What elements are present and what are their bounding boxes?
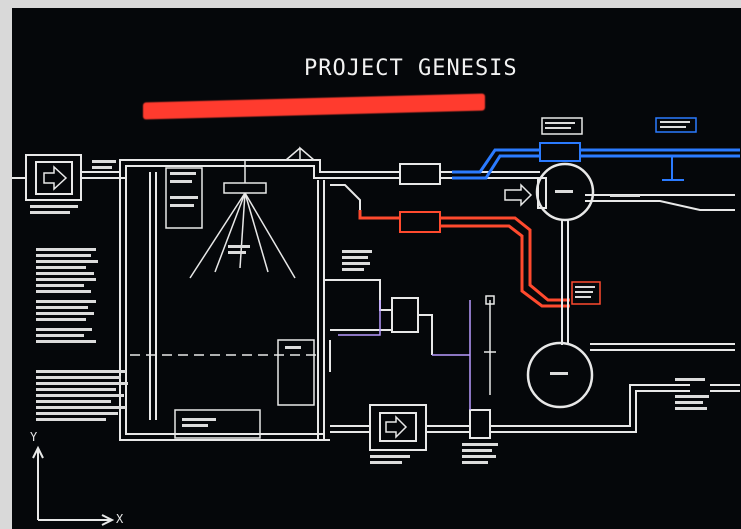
arrow-right-icon	[504, 183, 533, 207]
hot-label-box	[571, 281, 601, 305]
meter-box	[469, 409, 491, 439]
heat-exchanger	[324, 279, 433, 372]
pump-box	[369, 404, 427, 451]
arrow-right-icon	[43, 165, 68, 191]
x-axis-label: X	[116, 512, 124, 526]
cold-valve	[539, 142, 581, 162]
tank-icon	[535, 162, 595, 222]
inlet-box	[25, 154, 82, 201]
valve-label-box	[541, 117, 583, 135]
control-lines	[338, 300, 471, 410]
schematic-screen	[12, 8, 741, 529]
arrow-right-icon	[385, 415, 408, 439]
tank-icon	[526, 341, 594, 409]
cold-drop	[662, 156, 684, 181]
chamber	[165, 167, 315, 439]
hot-water-line	[358, 210, 570, 308]
hot-valve	[399, 211, 441, 233]
y-axis-label: Y	[30, 430, 38, 444]
header-valve	[399, 163, 441, 185]
spray-fan	[189, 160, 296, 279]
page-title: PROJECT GENESIS	[304, 56, 518, 81]
coordinate-axes	[32, 445, 115, 526]
main-piping	[81, 159, 740, 441]
cold-label-box	[655, 117, 697, 133]
top-valve	[285, 146, 317, 161]
sensor-probe	[484, 295, 496, 395]
annotation-blocks	[30, 121, 709, 464]
cold-water-line	[452, 148, 740, 180]
